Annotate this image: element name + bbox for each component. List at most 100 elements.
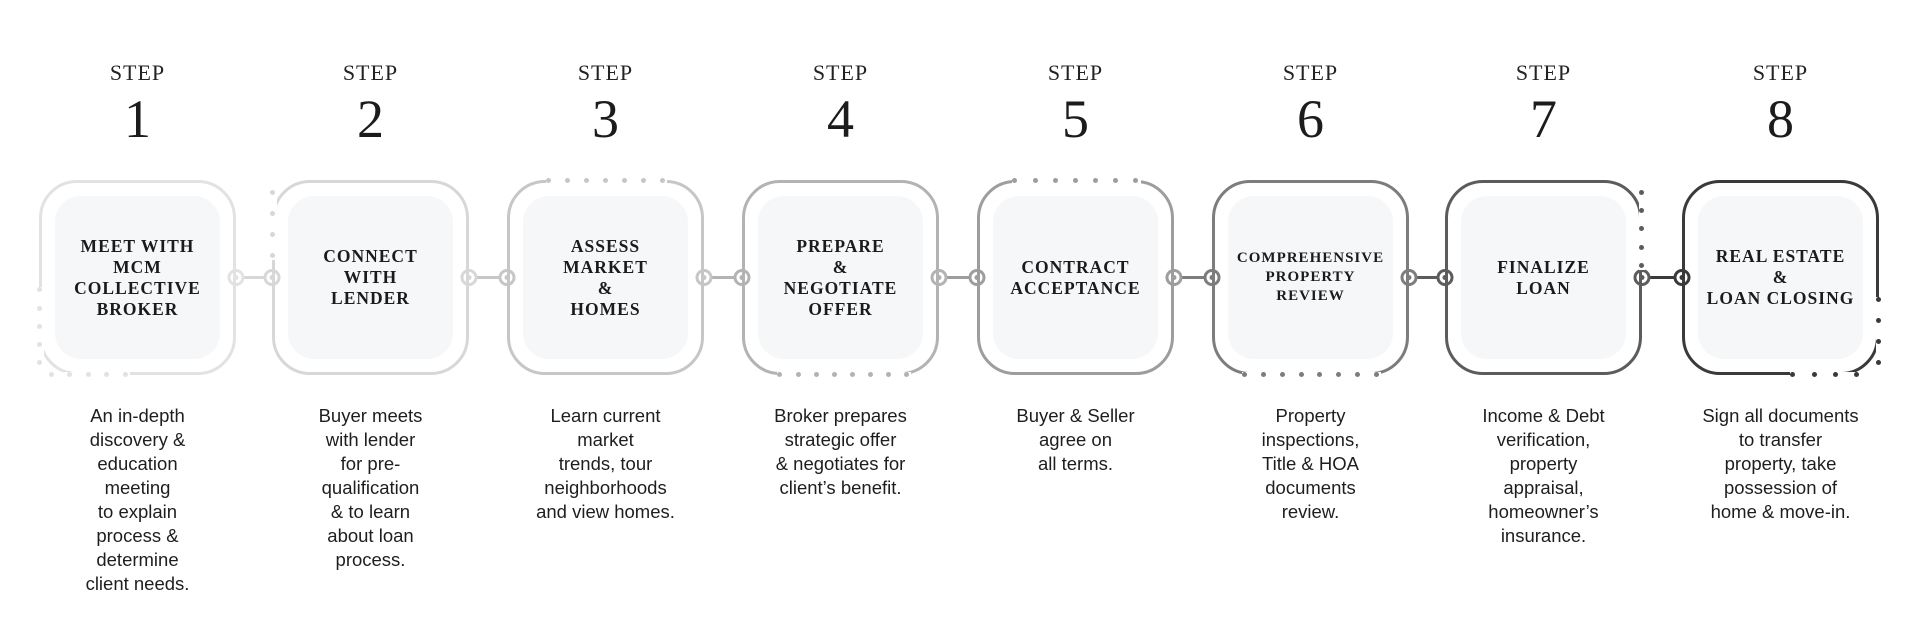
step-number: 6 <box>1297 89 1324 149</box>
border-dot <box>813 372 819 377</box>
step-card-body: CONTRACT ACCEPTANCE <box>993 196 1158 359</box>
border-dot <box>1052 178 1058 183</box>
border-dot <box>1854 372 1860 377</box>
step-card: CONTRACT ACCEPTANCE <box>977 178 1174 375</box>
border-dot <box>1093 178 1099 183</box>
step-card: REAL ESTATE & LOAN CLOSING <box>1682 180 1882 378</box>
border-dot <box>1639 226 1644 232</box>
step-description: An in-depth discovery & education meetin… <box>85 405 190 594</box>
step-description: Broker prepares strategic offer & negoti… <box>774 405 907 498</box>
step-title: PREPARE & NEGOTIATE OFFER <box>783 235 898 319</box>
step-title: COMPREHENSIVE PROPERTY REVIEW <box>1236 250 1385 304</box>
border-dot <box>37 360 42 366</box>
dotted-border-segment <box>1012 178 1139 186</box>
dotted-border-segment <box>546 178 665 186</box>
step-description: Learn current market trends, tour neighb… <box>536 405 675 522</box>
step-card-body: PREPARE & NEGOTIATE OFFER <box>758 196 923 359</box>
border-dot <box>1336 372 1342 377</box>
step-label: STEP <box>812 60 869 85</box>
step-label: STEP <box>109 60 166 85</box>
border-dot <box>1279 372 1285 377</box>
border-dot <box>1639 262 1644 268</box>
border-dot <box>270 189 275 195</box>
border-dot <box>621 178 627 183</box>
step-number: 5 <box>1062 89 1089 149</box>
border-dot <box>1298 372 1304 377</box>
border-dot <box>1832 372 1838 377</box>
border-dot <box>104 372 110 377</box>
step-title: CONNECT WITH LENDER <box>323 246 418 308</box>
border-gap <box>1241 372 1382 378</box>
border-dot <box>270 231 275 237</box>
step-label: STEP <box>342 60 399 85</box>
step-card-body: FINALIZE LOAN <box>1461 196 1626 359</box>
step-description: Income & Debt verification, property app… <box>1482 405 1605 546</box>
border-dot <box>1113 178 1119 183</box>
border-dot <box>85 372 91 377</box>
step-card: FINALIZE LOAN <box>1445 180 1645 375</box>
border-dot <box>795 372 801 377</box>
step-card: MEET WITH MCM COLLECTIVE BROKER <box>37 180 236 378</box>
step-number: 3 <box>592 89 619 149</box>
border-dot <box>1876 297 1881 302</box>
border-dot <box>1876 318 1881 324</box>
step-description: Buyer meets with lender for pre- qualifi… <box>318 405 423 570</box>
step-card: ASSESS MARKET & HOMES <box>507 178 704 375</box>
step-title: CONTRACT ACCEPTANCE <box>1010 256 1141 298</box>
border-dot <box>122 372 128 377</box>
step-number: 8 <box>1767 89 1794 149</box>
step-number: 7 <box>1530 89 1557 149</box>
dotted-border-segment <box>1241 372 1380 380</box>
step-card: CONNECT WITH LENDER <box>270 180 469 375</box>
border-dot <box>886 372 892 377</box>
step-label: STEP <box>1282 60 1339 85</box>
dotted-border-segment <box>48 372 128 380</box>
border-dot <box>1811 372 1817 377</box>
border-dot <box>1639 244 1644 250</box>
step-title: MEET WITH MCM COLLECTIVE BROKER <box>74 235 201 319</box>
step-card-body: REAL ESTATE & LOAN CLOSING <box>1698 196 1863 359</box>
border-dot <box>37 342 42 347</box>
border-dot <box>904 372 910 377</box>
step-label: STEP <box>1515 60 1572 85</box>
border-gap <box>1876 297 1882 368</box>
border-gap <box>777 372 912 378</box>
border-dot <box>584 178 590 183</box>
border-dot <box>37 305 42 311</box>
border-dot <box>602 178 608 183</box>
border-dot <box>37 323 42 329</box>
border-dot <box>1317 372 1323 377</box>
step-card: COMPREHENSIVE PROPERTY REVIEW <box>1212 180 1409 378</box>
border-dot <box>1260 372 1266 377</box>
dotted-border-segment <box>37 287 45 366</box>
dotted-border-segment <box>1790 372 1860 380</box>
step-title: FINALIZE LOAN <box>1497 256 1590 298</box>
border-dot <box>270 252 275 258</box>
step-card-body: ASSESS MARKET & HOMES <box>523 196 688 359</box>
border-dot <box>1355 372 1361 377</box>
border-dot <box>831 372 837 377</box>
border-dot <box>1876 360 1881 366</box>
border-dot <box>1072 178 1078 183</box>
step-label: STEP <box>1752 60 1809 85</box>
step-title: REAL ESTATE & LOAN CLOSING <box>1706 246 1855 308</box>
border-dot <box>1241 372 1247 377</box>
step-description: Sign all documents to transfer property,… <box>1702 405 1859 522</box>
border-dot <box>1639 189 1644 195</box>
border-dot <box>850 372 856 377</box>
step-card: PREPARE & NEGOTIATE OFFER <box>742 180 939 378</box>
border-dot <box>1133 178 1139 183</box>
step-card-body: COMPREHENSIVE PROPERTY REVIEW <box>1228 196 1393 359</box>
border-dot <box>777 372 783 377</box>
border-dot <box>270 210 275 216</box>
border-dot <box>37 287 42 293</box>
step-number: 1 <box>124 89 151 149</box>
border-dot <box>640 178 646 183</box>
dotted-border-segment <box>777 372 910 380</box>
step-card-body: CONNECT WITH LENDER <box>288 196 453 359</box>
border-dot <box>546 178 552 183</box>
border-dot <box>659 178 665 183</box>
dotted-border-segment <box>1876 297 1884 366</box>
step-title: ASSESS MARKET & HOMES <box>563 235 648 319</box>
step-card-body: MEET WITH MCM COLLECTIVE BROKER <box>55 196 220 359</box>
